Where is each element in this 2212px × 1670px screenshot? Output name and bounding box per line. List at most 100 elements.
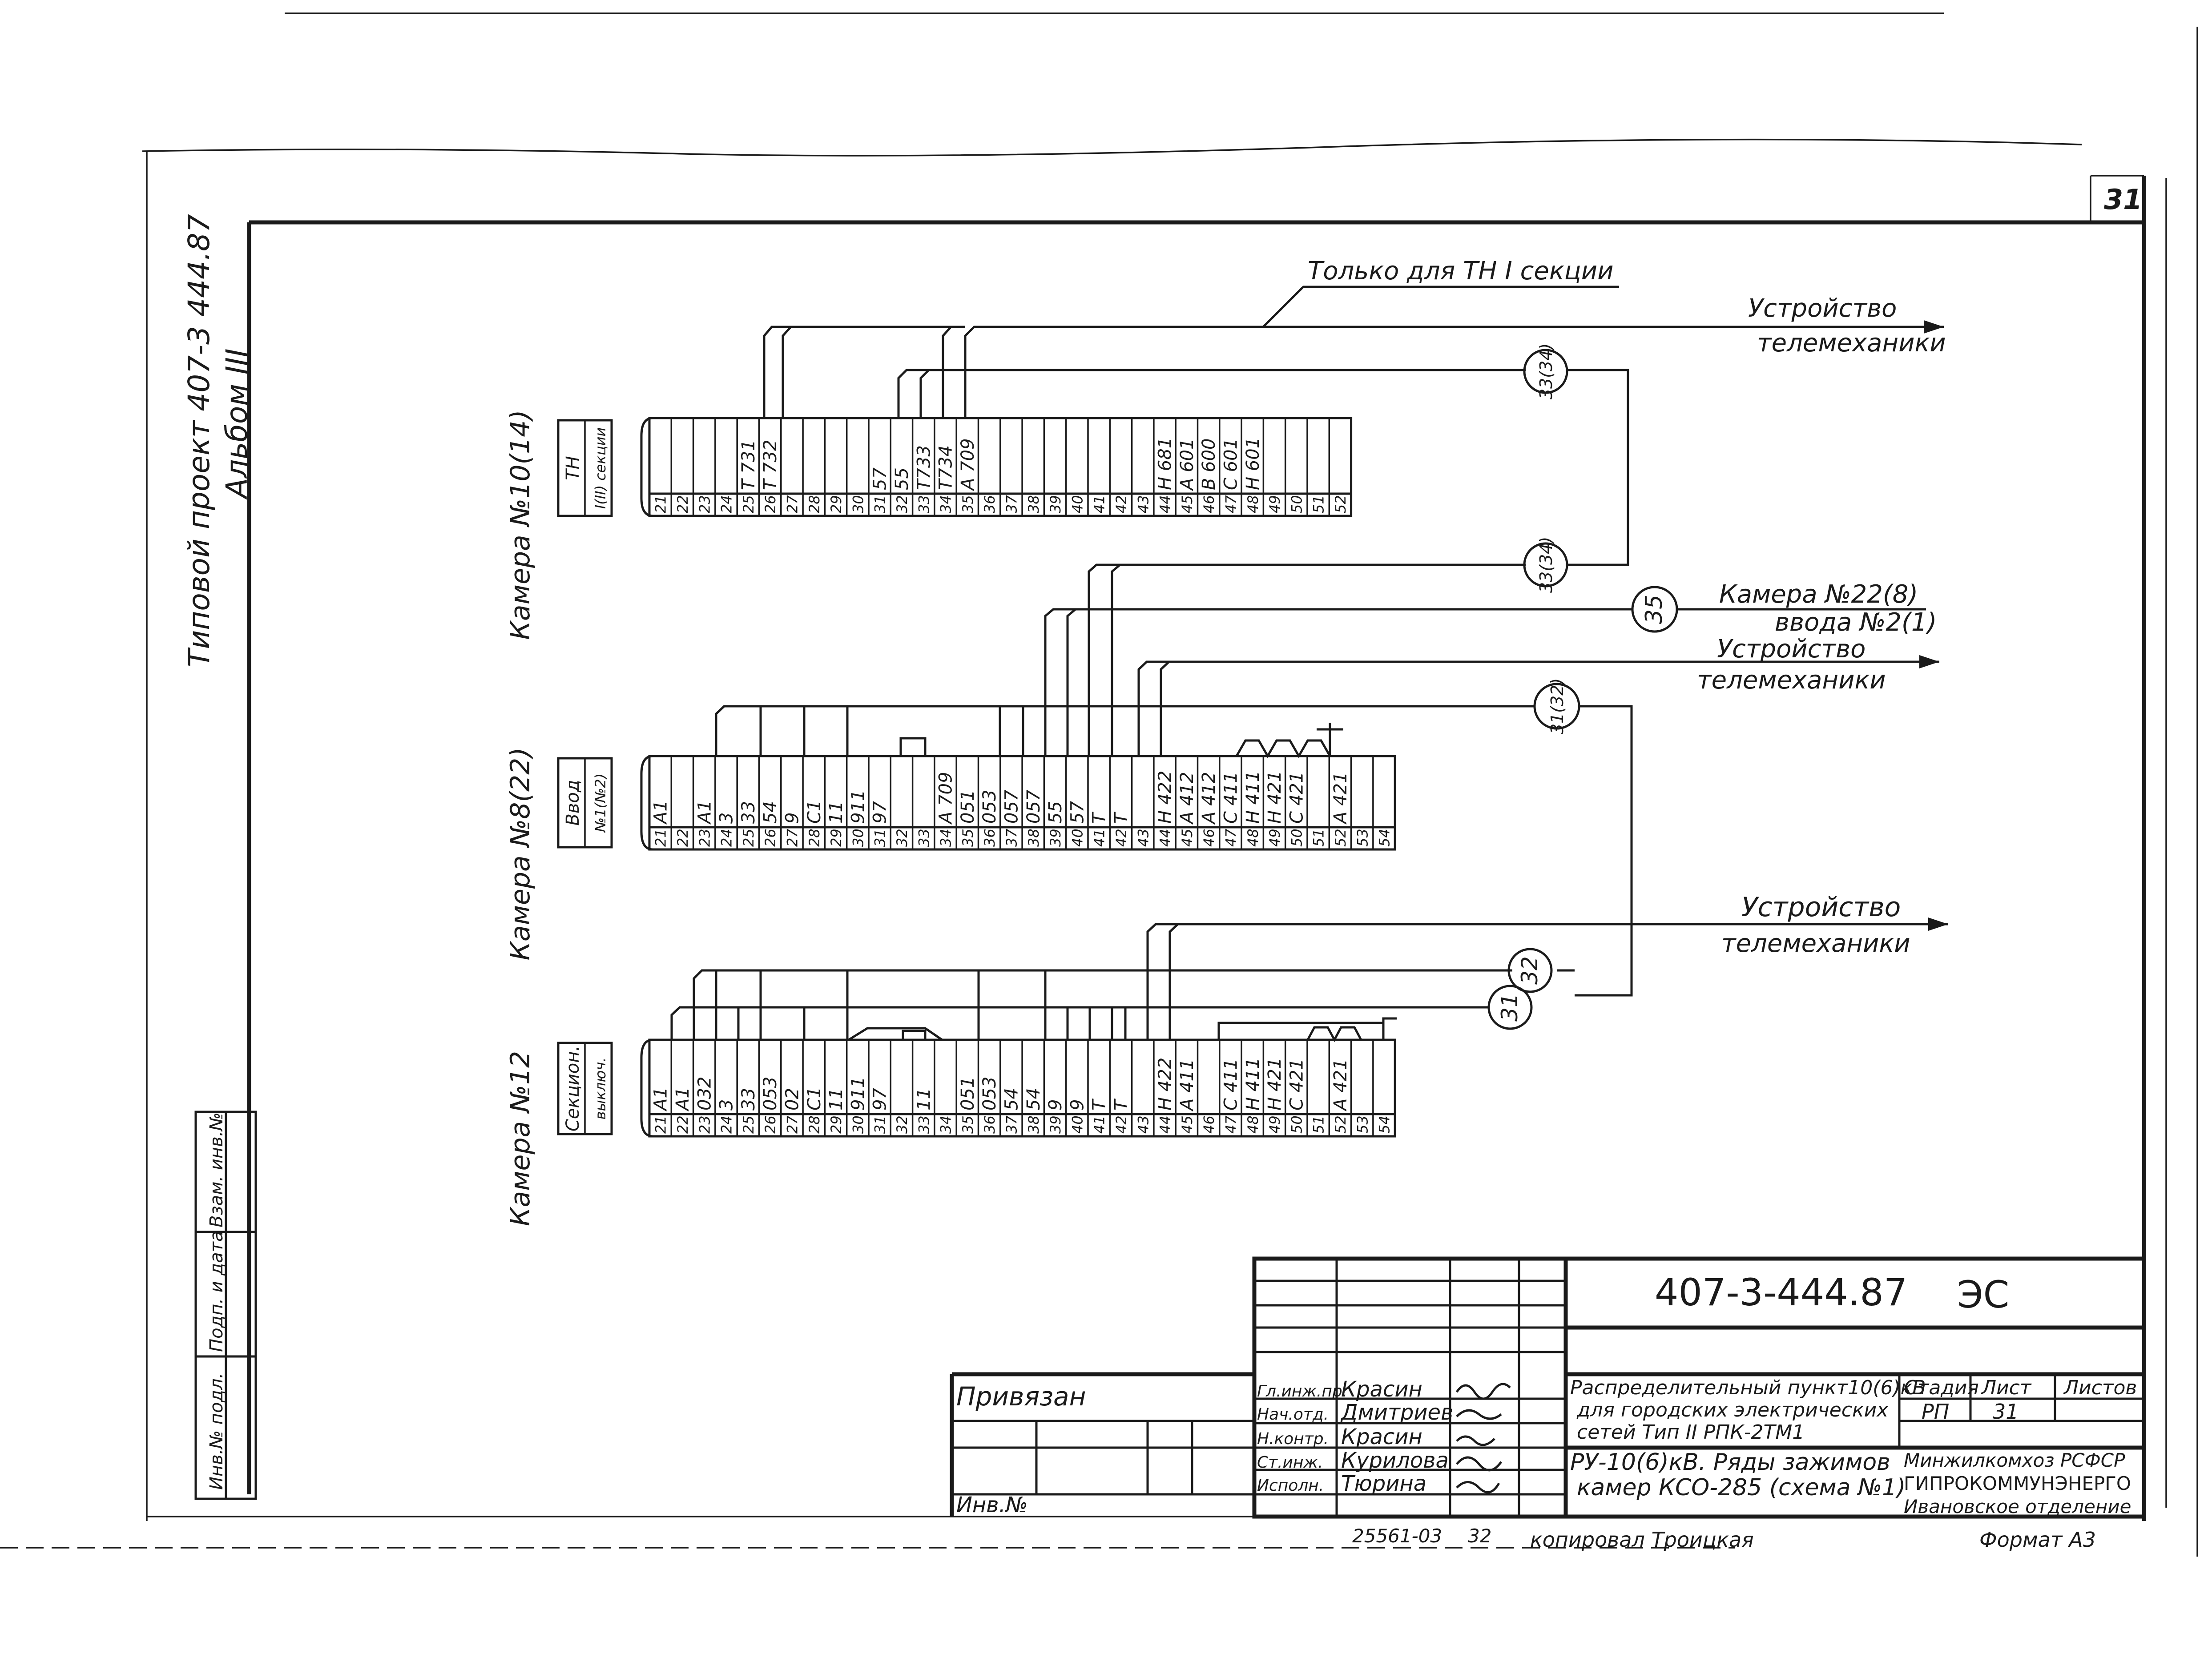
terminal-number: 46 [1201,829,1217,847]
block-bracket [640,417,653,517]
terminal-number: 33 [915,829,932,847]
block-bracket [640,1038,653,1138]
org-line2: ГИПРОКОММУНЭНЕРГО [1904,1473,2131,1494]
terminal-number: 21 [653,829,669,847]
name-head-dept: Дмитриев [1340,1400,1453,1425]
circle-tag-35: 35 [1631,586,1678,633]
terminal-number: 47 [1222,495,1239,513]
terminal-mark: А 421 [1330,1059,1351,1112]
terminal-number: 33 [915,1115,932,1134]
role-executor: Исполн. [1257,1477,1324,1495]
terminal-mark: А 421 [1330,772,1351,825]
terminal-number: 44 [1157,829,1174,847]
terminal-mark: 9 [782,813,802,824]
copied-by: копировал Троицкая [1530,1528,1754,1552]
circle-tag-c6-text: 31 [1497,993,1523,1022]
terminal-number: 38 [1025,829,1042,847]
terminal-number: 51 [1310,495,1327,513]
destination-telemech-1: Устройство телемеханики [1748,294,1946,358]
terminal-number: 38 [1025,1115,1042,1134]
terminal-number: 50 [1288,495,1305,513]
terminal-number: 39 [1047,495,1064,513]
terminal-number: 35 [959,829,976,847]
terminal-number: 51 [1310,1115,1327,1134]
terminal-mark: Т 731 [738,440,759,491]
terminal-number: 33 [915,495,932,513]
name-senior-engineer: Курилова [1341,1448,1449,1473]
terminal-number: 49 [1266,829,1283,847]
top-note: Только для ТН I секции [1262,257,1619,328]
terminal-number: 25 [740,829,757,847]
terminal-number: 52 [1332,829,1349,847]
terminal-number: 52 [1332,1115,1349,1134]
terminal-mark: 053 [760,1077,781,1111]
terminal-mark: 3 [717,813,737,824]
strip-sign-label: Подп. и дата [206,1231,227,1352]
terminal-number: 36 [981,495,998,513]
org-line3: Ивановское отделение [1904,1496,2131,1517]
terminal-number: 26 [762,495,779,513]
terminal-mark: 11 [826,801,846,824]
terminal-number: 43 [1135,495,1152,513]
document-code: ЭС [1957,1273,2009,1316]
block-bracket [640,755,653,851]
terminal-mark: 54 [760,801,781,824]
terminal-mark: 051 [958,790,978,824]
bottom-line: 25561-03 32 копировал Троицкая Формат А3 [1352,1525,2096,1552]
destination-camera22: Камера №22(8) ввода №2(1) [1719,580,1937,637]
name-chief-engineer: Красин [1341,1377,1422,1402]
terminal-number: 24 [718,1115,735,1134]
role-head-dept: Нач.отд. [1257,1405,1329,1424]
circle-tag-c5-text: 32 [1517,956,1543,985]
terminal-mark: 33 [738,801,759,824]
strip-inv-label: Инв.№ подл. [206,1373,227,1490]
terminal-number: 51 [1310,829,1327,847]
sheet-value: 31 [1993,1400,2019,1424]
terminal-number: 34 [938,495,955,513]
copy-sheet-number: 32 [1468,1525,1491,1547]
destination-telemech-3-line1: Устройство [1741,892,1901,923]
terminal-number: 53 [1354,1115,1371,1134]
terminal-number: 42 [1113,495,1130,513]
terminal-mark: А1 [694,800,715,825]
device-label-line1: Ввод [563,780,583,825]
terminal-mark: Т733 [914,445,934,490]
terminal-mark: 051 [958,1077,978,1111]
terminal-number: 43 [1135,1115,1152,1134]
terminal-number: 38 [1025,495,1042,513]
terminal-number: 52 [1332,495,1349,513]
inv-label: Инв.№ [956,1493,1028,1517]
terminal-mark: А 412 [1199,772,1219,825]
terminal-mark: А1 [651,1087,671,1112]
terminal-number: 44 [1157,495,1174,513]
terminal-number: 34 [938,1115,955,1134]
terminal-number: 25 [740,1115,757,1134]
terminal-number: 30 [850,495,866,513]
circle-tag-32: 32 [1507,948,1553,993]
terminal-number: 44 [1157,1115,1174,1134]
destination-telemech-3-line2: телемеханики [1721,929,1910,958]
terminal-number: 25 [740,495,757,513]
terminal-number: 23 [696,495,713,513]
terminal-number: 45 [1179,495,1196,513]
terminal-mark: Н 422 [1155,771,1176,824]
order-number: 25561-03 [1352,1525,1442,1547]
terminal-number: 50 [1288,829,1305,847]
terminal-mark: С1 [804,1087,825,1111]
terminal-number: 45 [1179,1115,1196,1134]
terminal-mark: 911 [848,790,868,824]
left-stamp-strip: Инв.№ подл. Подп. и дата Взам. инв.№ [194,1111,257,1500]
terminal-mark: 032 [694,1077,715,1111]
terminal-number: 29 [828,1115,845,1134]
wiring-block-1 [763,326,1904,566]
terminal-mark: Т [1089,1098,1110,1111]
terminal-mark: 9 [1045,1099,1066,1111]
terminal-number: 43 [1135,829,1152,847]
strip-replace-label: Взам. инв.№ [206,1112,227,1227]
destination-telemech-1-line1: Устройство [1748,294,1897,323]
terminal-number: 49 [1266,495,1283,513]
terminal-mark: В 600 [1199,438,1219,490]
destination-camera22-line1: Камера №22(8) [1719,580,1918,609]
